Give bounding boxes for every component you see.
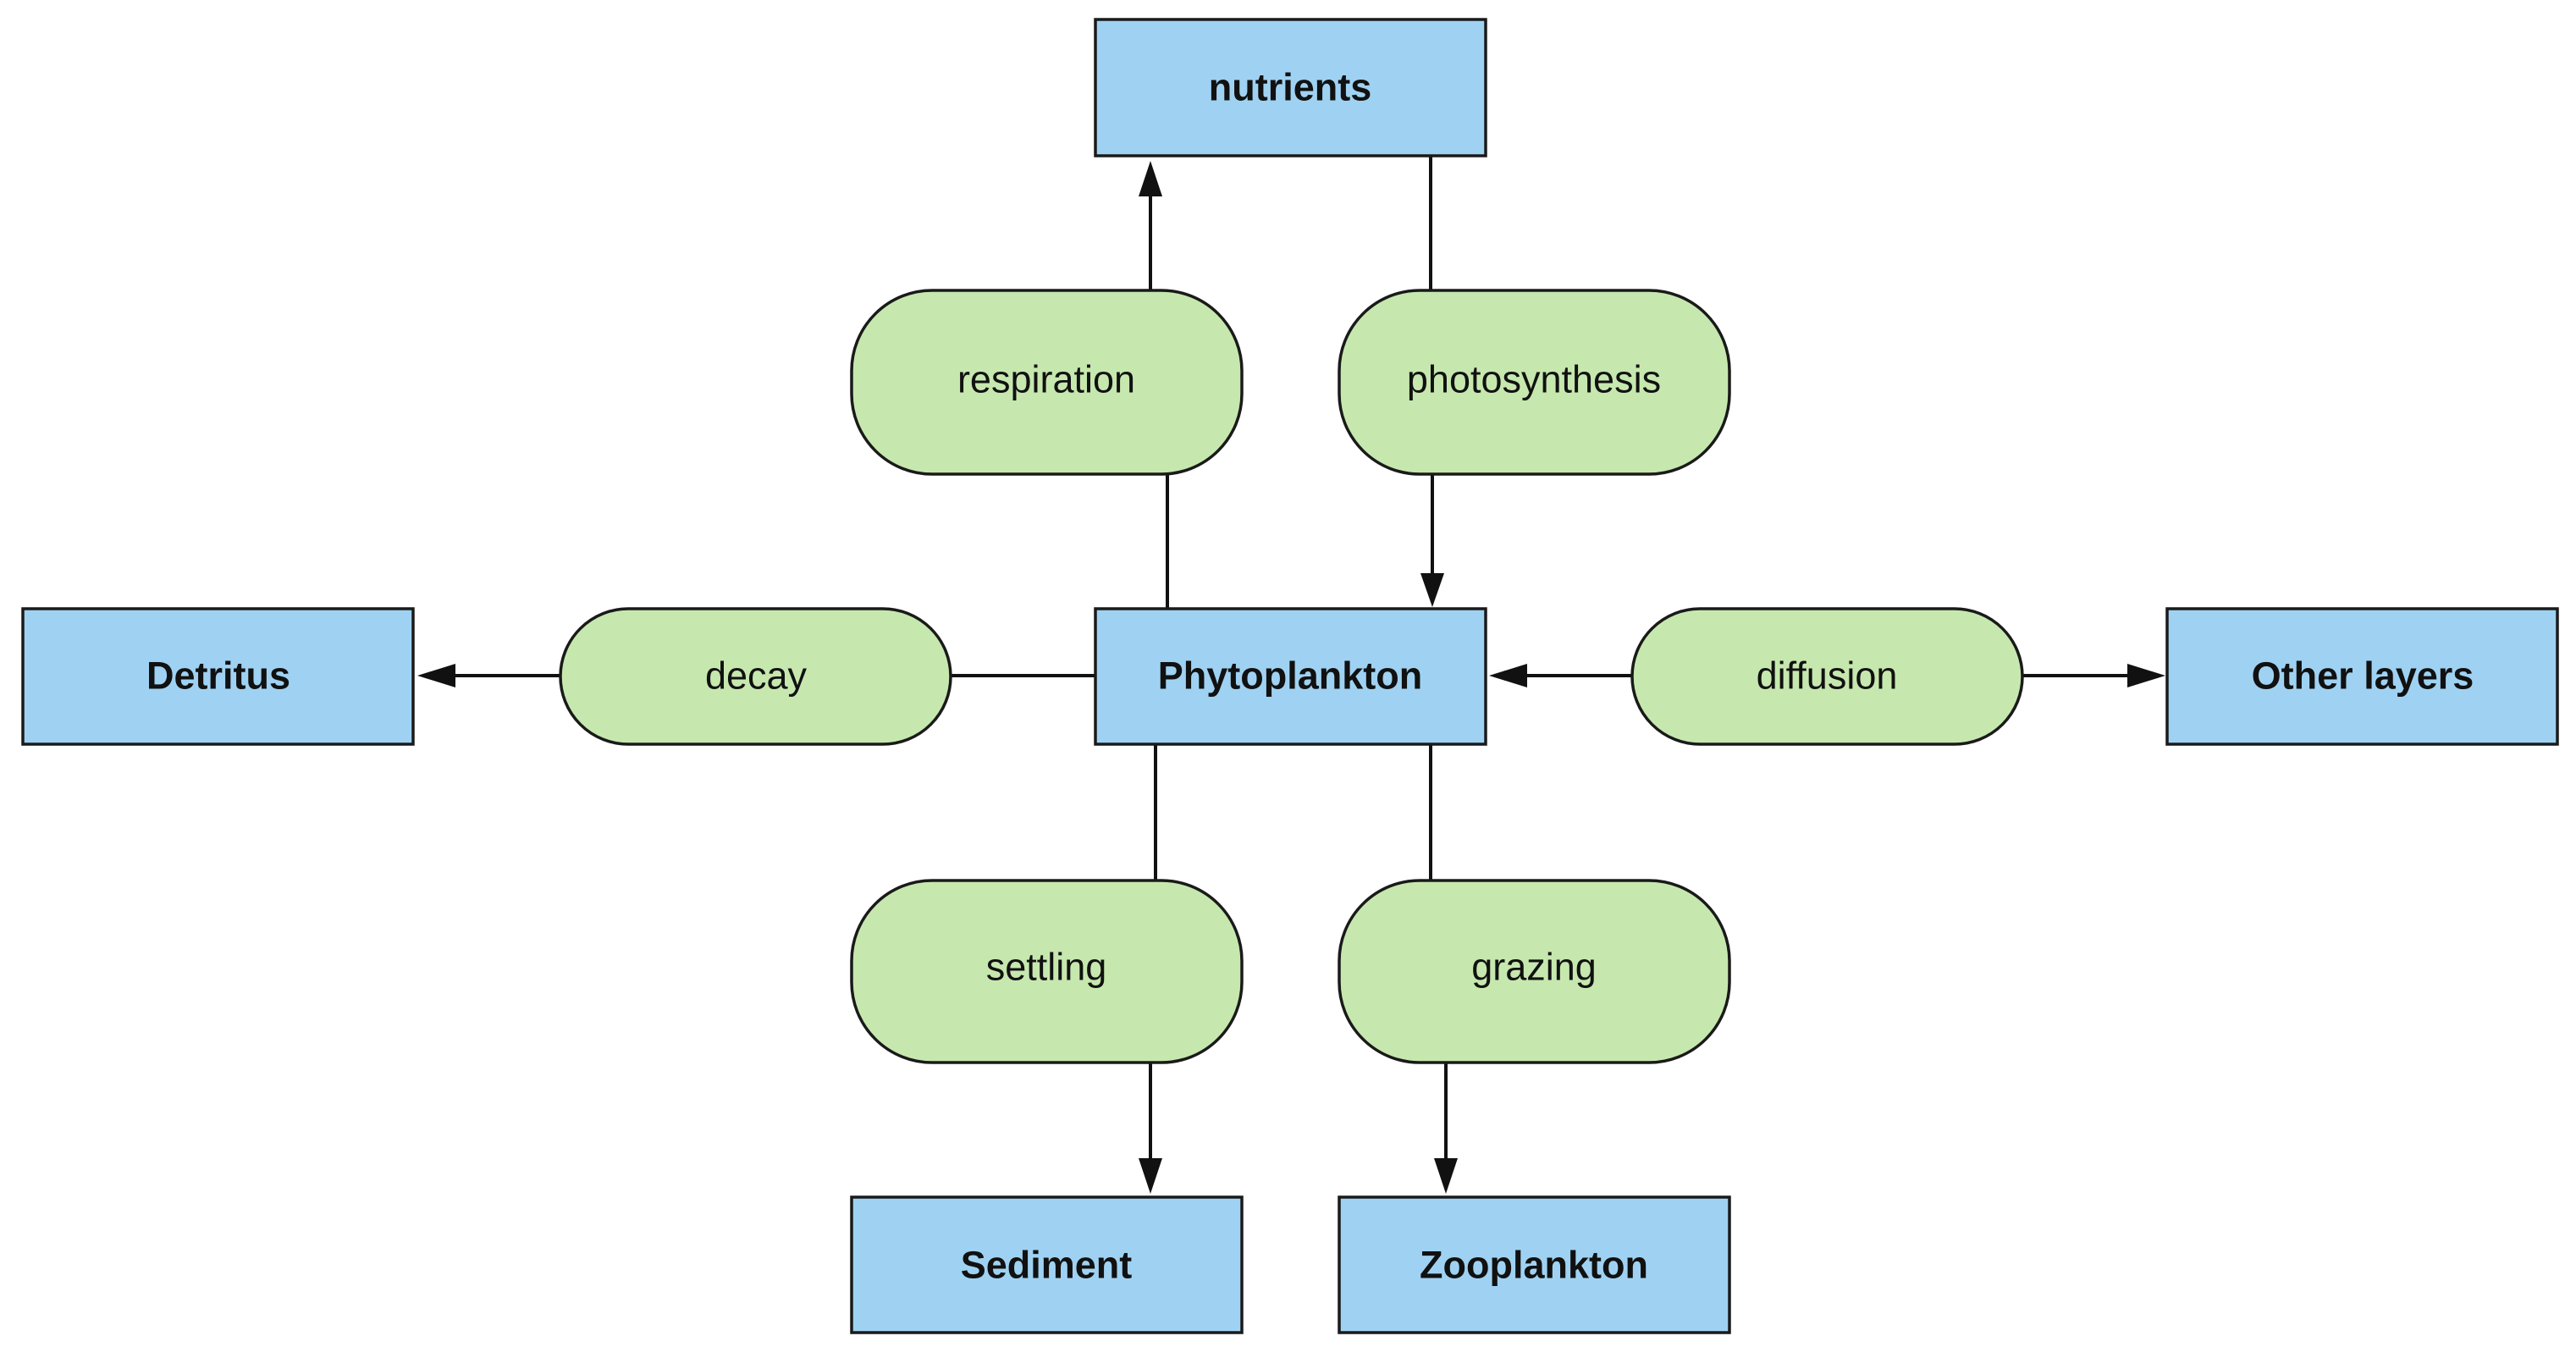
arrowhead-into-detritus xyxy=(417,664,455,687)
process-label: decay xyxy=(705,654,808,698)
node-label: Other layers xyxy=(2252,654,2474,698)
node-nutrients: nutrients xyxy=(1094,18,1487,157)
arrowhead-into-nutrients xyxy=(1139,161,1162,196)
node-phytoplankton: Phytoplankton xyxy=(1094,607,1487,746)
process-decay: decay xyxy=(559,607,952,746)
connectors xyxy=(417,156,2165,1194)
node-label: nutrients xyxy=(1209,66,1372,109)
node-label: Detritus xyxy=(146,654,290,698)
arrowhead-into-other-layers xyxy=(2127,664,2165,687)
node-label: Zooplankton xyxy=(1420,1244,1648,1287)
process-label: grazing xyxy=(1471,946,1597,989)
process-diffusion: diffusion xyxy=(1630,607,2024,746)
process-photosynthesis: photosynthesis xyxy=(1338,289,1731,476)
arrowhead-into-zooplankton xyxy=(1434,1158,1458,1194)
arrowhead-into-phytoplankton-top xyxy=(1420,573,1444,607)
arrowhead-into-sediment xyxy=(1139,1158,1162,1194)
node-label: Sediment xyxy=(961,1244,1133,1287)
process-label: settling xyxy=(986,946,1107,989)
node-label: Phytoplankton xyxy=(1158,654,1423,698)
node-other-layers: Other layers xyxy=(2165,607,2559,746)
process-settling: settling xyxy=(850,879,1244,1064)
arrowhead-into-phytoplankton-right xyxy=(1489,664,1527,687)
process-grazing: grazing xyxy=(1338,879,1731,1064)
node-zooplankton: Zooplankton xyxy=(1338,1195,1731,1334)
node-sediment: Sediment xyxy=(850,1195,1244,1334)
process-label: respiration xyxy=(957,358,1135,401)
process-respiration: respiration xyxy=(850,289,1244,476)
node-detritus: Detritus xyxy=(21,607,415,746)
process-label: photosynthesis xyxy=(1407,358,1661,401)
process-label: diffusion xyxy=(1757,654,1898,698)
